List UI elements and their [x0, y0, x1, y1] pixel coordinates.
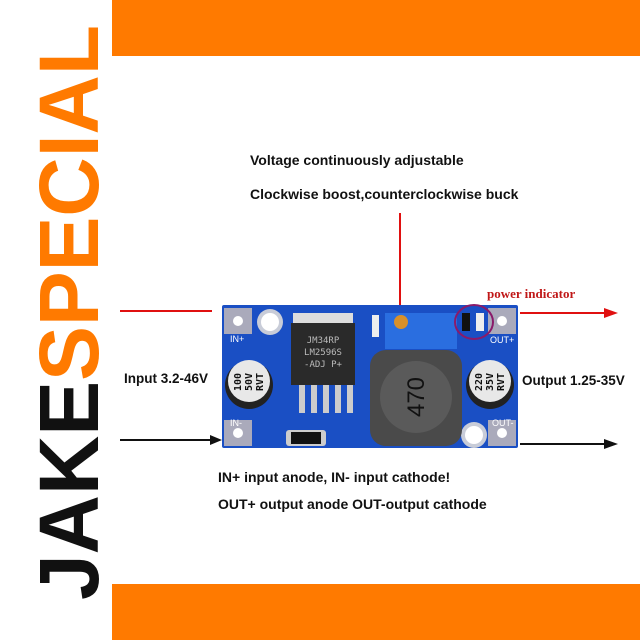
- note-line1: IN+ input anode, IN- input cathode!: [218, 469, 451, 485]
- logo-special: SPECIAL: [21, 25, 116, 381]
- power-indicator-circle: [454, 304, 494, 340]
- cap-out-line2: 35V: [485, 373, 496, 391]
- pin-out-plus: OUT+: [490, 335, 514, 345]
- note-line2: OUT+ output anode OUT-output cathode: [218, 496, 487, 512]
- arrows: [120, 213, 618, 449]
- inductor-label: 470: [403, 377, 430, 417]
- chip-line1: JM34RP: [307, 336, 340, 346]
- cap-in-line2: 50V: [244, 373, 255, 391]
- input-label: Input 3.2-46V: [124, 371, 209, 386]
- buck-converter-board: JM34RP LM2596S -ADJ P+ 470 100 50V RVT 2…: [222, 304, 518, 448]
- bottom-orange-bar: [112, 584, 640, 640]
- logo-jake: JAKE: [21, 381, 116, 600]
- output-label: Output 1.25-35V: [522, 373, 625, 388]
- cap-in-line1: 100: [233, 373, 244, 391]
- brand-logo: JAKESPECIAL: [21, 25, 116, 600]
- cap-in-line3: RVT: [255, 373, 266, 391]
- top-orange-bar: [112, 0, 640, 56]
- cap-out-line1: 220: [474, 373, 485, 391]
- cap-out-line3: RVT: [496, 373, 507, 391]
- svg-text:JAKESPECIAL: JAKESPECIAL: [21, 25, 116, 600]
- pin-out-minus: OUT-: [492, 418, 514, 428]
- title-line1: Voltage continuously adjustable: [250, 152, 464, 168]
- chip-line3: -ADJ P+: [304, 360, 343, 370]
- pin-in-plus: IN+: [230, 334, 244, 344]
- power-indicator-label: power indicator: [487, 286, 576, 301]
- chip-line2: LM2596S: [304, 348, 342, 358]
- pin-in-minus: IN-: [230, 418, 242, 428]
- title-line2: Clockwise boost,counterclockwise buck: [250, 186, 519, 202]
